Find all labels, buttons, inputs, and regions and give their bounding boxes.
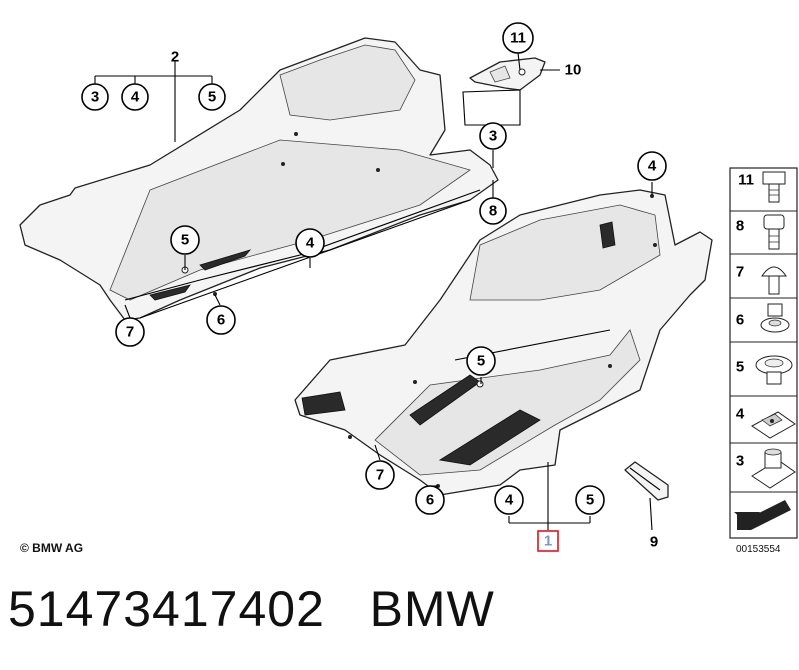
callout-label-5: 5	[181, 232, 189, 249]
callout-circle	[479, 122, 507, 150]
leader-lines	[94, 52, 653, 531]
callout-circle	[170, 225, 200, 255]
callout-label-6: 6	[426, 492, 434, 509]
callout-circle	[81, 83, 109, 111]
callout-label-4: 4	[505, 492, 514, 509]
callout-circle	[494, 485, 524, 515]
plug-washer-icon	[755, 355, 793, 385]
legend-label-3: 3	[736, 453, 744, 470]
callout-label-1: 1	[544, 533, 552, 550]
callout-label-4: 4	[131, 89, 140, 106]
callout-circle	[479, 197, 507, 225]
callout-label-3: 3	[91, 89, 99, 106]
legend-label-8: 8	[736, 218, 744, 235]
callout-circle	[415, 485, 445, 515]
callout-circle	[198, 83, 226, 111]
callout-label-10: 10	[565, 62, 582, 79]
underbody-panel-upper	[19, 37, 499, 321]
legend-label-5: 5	[736, 359, 744, 376]
callout-label-7: 7	[376, 467, 384, 484]
callout-label-8: 8	[489, 203, 497, 220]
drawing-id: 00153554	[736, 544, 781, 555]
callout-circle	[365, 460, 395, 490]
callouts: 2 3 4 5 11 10 3 8 5 4 7 6 4 5 7 6 4 5 1 …	[81, 22, 667, 552]
callout-label-11: 11	[510, 30, 526, 47]
callout-label-4: 4	[306, 235, 315, 252]
legend-label-7: 7	[736, 264, 744, 281]
copyright-text: © BMW AG	[20, 541, 84, 555]
legend-label-11: 11	[738, 172, 754, 189]
callout-circle	[502, 22, 534, 54]
fastener-legend: 11 8 7 6 5	[729, 167, 798, 539]
callout-circle	[575, 485, 605, 515]
underbody-panel-lower	[294, 189, 713, 496]
callout-label-5: 5	[208, 89, 216, 106]
bolt-icon	[763, 214, 785, 250]
bracket-part-10	[462, 57, 546, 126]
callout-label-5: 5	[477, 353, 485, 370]
hex-screw-icon	[762, 171, 786, 203]
callout-circle	[206, 305, 236, 335]
part-number-footer: 51473417402 BMW	[8, 580, 495, 638]
part-number: 51473417402	[8, 581, 325, 637]
callout-label-7: 7	[126, 324, 134, 341]
strip-part-9	[624, 461, 669, 501]
callout-circle	[121, 83, 149, 111]
callout-label-5: 5	[586, 492, 594, 509]
callout-label-9: 9	[650, 534, 658, 551]
callout-circle	[115, 317, 145, 347]
callout-circle	[637, 151, 667, 181]
round-bolt-icon	[761, 266, 787, 295]
legend-label-6: 6	[736, 312, 744, 329]
legend-label-4: 4	[736, 406, 745, 423]
callout-circle	[466, 346, 496, 376]
callout-circle	[295, 228, 325, 258]
callout-label-4: 4	[648, 158, 657, 175]
brand-label: BMW	[369, 581, 495, 637]
spring-clip-icon	[751, 448, 796, 489]
nut-icon	[760, 303, 790, 333]
highlight-box	[537, 530, 559, 552]
callout-label-2: 2	[171, 49, 179, 66]
callout-label-3: 3	[489, 128, 497, 145]
callout-label-6: 6	[217, 312, 225, 329]
clip-nut-icon	[751, 411, 796, 439]
direction-arrow-icon	[734, 500, 791, 530]
